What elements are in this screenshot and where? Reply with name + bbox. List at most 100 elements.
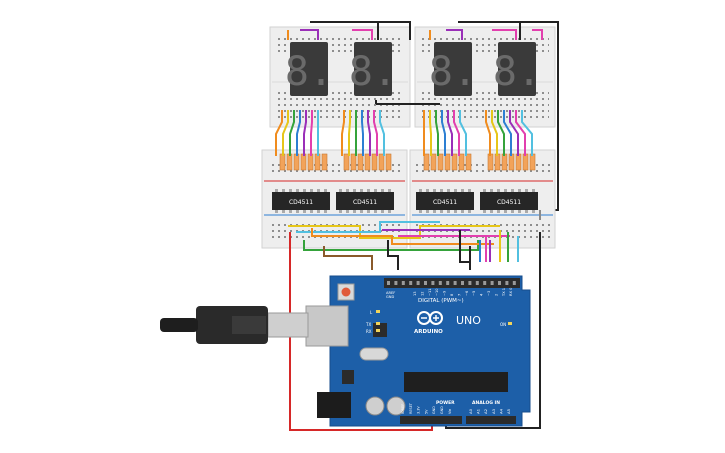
pin-label: A2 bbox=[483, 408, 488, 414]
segment-wire bbox=[289, 110, 295, 156]
decoder-chip: CD4511 bbox=[272, 189, 330, 213]
decoder-chip-label: CD4511 bbox=[289, 199, 313, 206]
led-on bbox=[508, 322, 512, 325]
resistor bbox=[385, 153, 392, 171]
seven-segment-display: 8. bbox=[429, 42, 477, 96]
pin-label: RX 0 bbox=[509, 287, 513, 296]
resistor bbox=[465, 153, 472, 171]
model-label: UNO bbox=[456, 314, 481, 327]
segment-wire bbox=[509, 110, 519, 156]
segment-wire bbox=[429, 110, 432, 156]
segment-wire bbox=[435, 110, 439, 156]
resistor bbox=[522, 153, 529, 171]
header-pin bbox=[512, 281, 516, 285]
resistor bbox=[293, 153, 300, 171]
pin-label: ~3 bbox=[487, 291, 491, 296]
pin-label: ~5 bbox=[472, 291, 476, 296]
resistor bbox=[378, 153, 385, 171]
pin-label: 4 bbox=[480, 293, 484, 296]
decoder-chip-label: CD4511 bbox=[433, 199, 457, 206]
pin-label: RESET bbox=[409, 402, 413, 414]
resistor bbox=[529, 153, 536, 171]
seven-segment-display: 8. bbox=[493, 42, 541, 96]
pin-label: IOREF bbox=[401, 404, 405, 414]
segment-wire bbox=[459, 110, 467, 156]
decoder-chip: CD4511 bbox=[336, 189, 394, 213]
pin-label: A0 bbox=[468, 408, 473, 414]
segment-wire bbox=[453, 110, 460, 156]
pin-label: ~6 bbox=[465, 290, 469, 296]
pin-label: 13 bbox=[413, 291, 417, 296]
resistor bbox=[451, 153, 458, 171]
segment-wire bbox=[367, 110, 371, 156]
header-pin bbox=[394, 281, 398, 285]
pin-label: A1 bbox=[476, 408, 481, 414]
decoder-chip: CD4511 bbox=[416, 189, 474, 213]
regulator bbox=[342, 370, 354, 384]
decoder-chip-label: CD4511 bbox=[353, 199, 377, 206]
crystal bbox=[359, 347, 389, 361]
seven-segment-displays: 8.8.8.8. bbox=[285, 42, 541, 96]
resistor bbox=[508, 153, 515, 171]
pin-label: A3 bbox=[491, 408, 496, 414]
resistor bbox=[286, 153, 293, 171]
segment-wire bbox=[341, 110, 345, 156]
led-tx bbox=[376, 322, 380, 325]
header-pin bbox=[498, 281, 501, 285]
aref-label: AREF bbox=[386, 291, 395, 295]
resistor bbox=[350, 153, 357, 171]
pin-label: GND bbox=[440, 406, 444, 414]
pin-label: ~9 bbox=[443, 290, 447, 296]
led-l bbox=[376, 310, 380, 313]
pin-label: A5 bbox=[506, 408, 511, 414]
resistor bbox=[371, 153, 378, 171]
header-pin bbox=[431, 281, 435, 285]
led-tx-label: TX bbox=[365, 322, 371, 327]
bus-wires bbox=[288, 210, 541, 431]
resistor bbox=[458, 153, 465, 171]
header-pin bbox=[438, 281, 442, 285]
header-pin bbox=[387, 281, 390, 285]
header-pin bbox=[416, 281, 420, 285]
top-jumper-wires bbox=[287, 21, 559, 211]
pin-label: ~10 bbox=[435, 288, 439, 296]
display-digit: 8. bbox=[429, 49, 477, 95]
segment-wire bbox=[441, 110, 446, 156]
segment-wire bbox=[447, 110, 453, 156]
power-label: POWER bbox=[436, 400, 455, 406]
reset-button-cap bbox=[341, 287, 351, 297]
pin-label: ~11 bbox=[428, 288, 432, 296]
power-header bbox=[400, 416, 462, 424]
pin-label: 12 bbox=[420, 291, 424, 296]
resistor bbox=[515, 153, 522, 171]
display-digit: 8. bbox=[285, 49, 333, 95]
brand-label: ARDUINO bbox=[414, 329, 443, 335]
resistor bbox=[444, 153, 451, 171]
pin-label: TX 1 bbox=[502, 288, 506, 297]
resistor bbox=[279, 153, 286, 171]
gnd-label: GND bbox=[386, 295, 394, 299]
resistor bbox=[307, 153, 314, 171]
header-pin bbox=[446, 281, 450, 285]
resistor bbox=[314, 153, 321, 171]
segment-wire bbox=[485, 110, 491, 156]
segment-wire bbox=[296, 110, 301, 156]
resistor bbox=[321, 153, 328, 171]
resistor bbox=[494, 153, 501, 171]
arduino-logo-icon bbox=[417, 311, 443, 325]
segment-wire bbox=[303, 110, 307, 156]
header-pin bbox=[475, 281, 479, 285]
header-pin bbox=[468, 281, 472, 285]
segment-wire bbox=[491, 110, 498, 156]
segment-wire bbox=[310, 110, 313, 156]
capacitor-2 bbox=[386, 396, 406, 416]
pin-label: A4 bbox=[498, 408, 503, 414]
segment-wire bbox=[282, 110, 289, 156]
segment-wire bbox=[379, 110, 385, 156]
header-pin bbox=[483, 281, 487, 285]
segment-wire bbox=[348, 110, 351, 156]
segment-wire bbox=[497, 110, 505, 156]
decoder-chip-label: CD4511 bbox=[497, 199, 521, 206]
